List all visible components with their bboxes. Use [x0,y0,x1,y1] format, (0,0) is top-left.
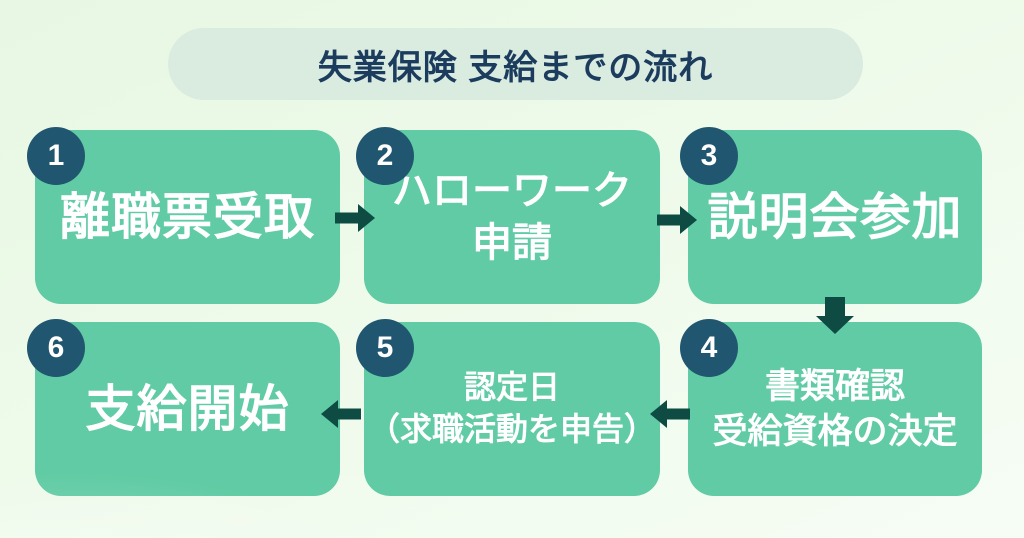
step-3-number-badge: 3 [680,127,738,185]
step-box-2: 2 ハローワーク 申請 [356,127,660,304]
step-6-label: 支給開始 [85,380,290,437]
step-6-number-badge: 6 [27,319,85,377]
arrow-down-icon [816,297,854,335]
step-1-label: 離職票受取 [60,188,315,245]
step-5-number-badge: 5 [356,319,414,377]
arrow-left-icon [321,399,361,429]
step-box-5: 5 認定日 （求職活動を申告） [356,319,660,496]
step-box-1: 1 離職票受取 [27,127,340,304]
step-2-number-badge: 2 [356,127,414,185]
step-4-number-badge: 4 [680,319,738,377]
title-pill: 失業保険 支給までの流れ [168,28,863,100]
step-5-label: 認定日 （求職活動を申告） [367,369,656,447]
step-box-3: 3 説明会参加 [680,127,982,304]
step-2-label: ハローワーク 申請 [392,169,632,265]
step-3-label: 説明会参加 [707,188,963,245]
arrow-right-icon [335,203,375,233]
arrow-right-icon [657,205,697,235]
arrow-left-icon [650,399,690,429]
step-box-6: 6 支給開始 [27,319,340,496]
step-box-4: 4 書類確認 受給資格の決定 [680,319,982,496]
step-4-label: 書類確認 受給資格の決定 [712,366,958,452]
page-title: 失業保険 支給までの流れ [317,48,714,87]
step-1-number-badge: 1 [27,127,85,185]
